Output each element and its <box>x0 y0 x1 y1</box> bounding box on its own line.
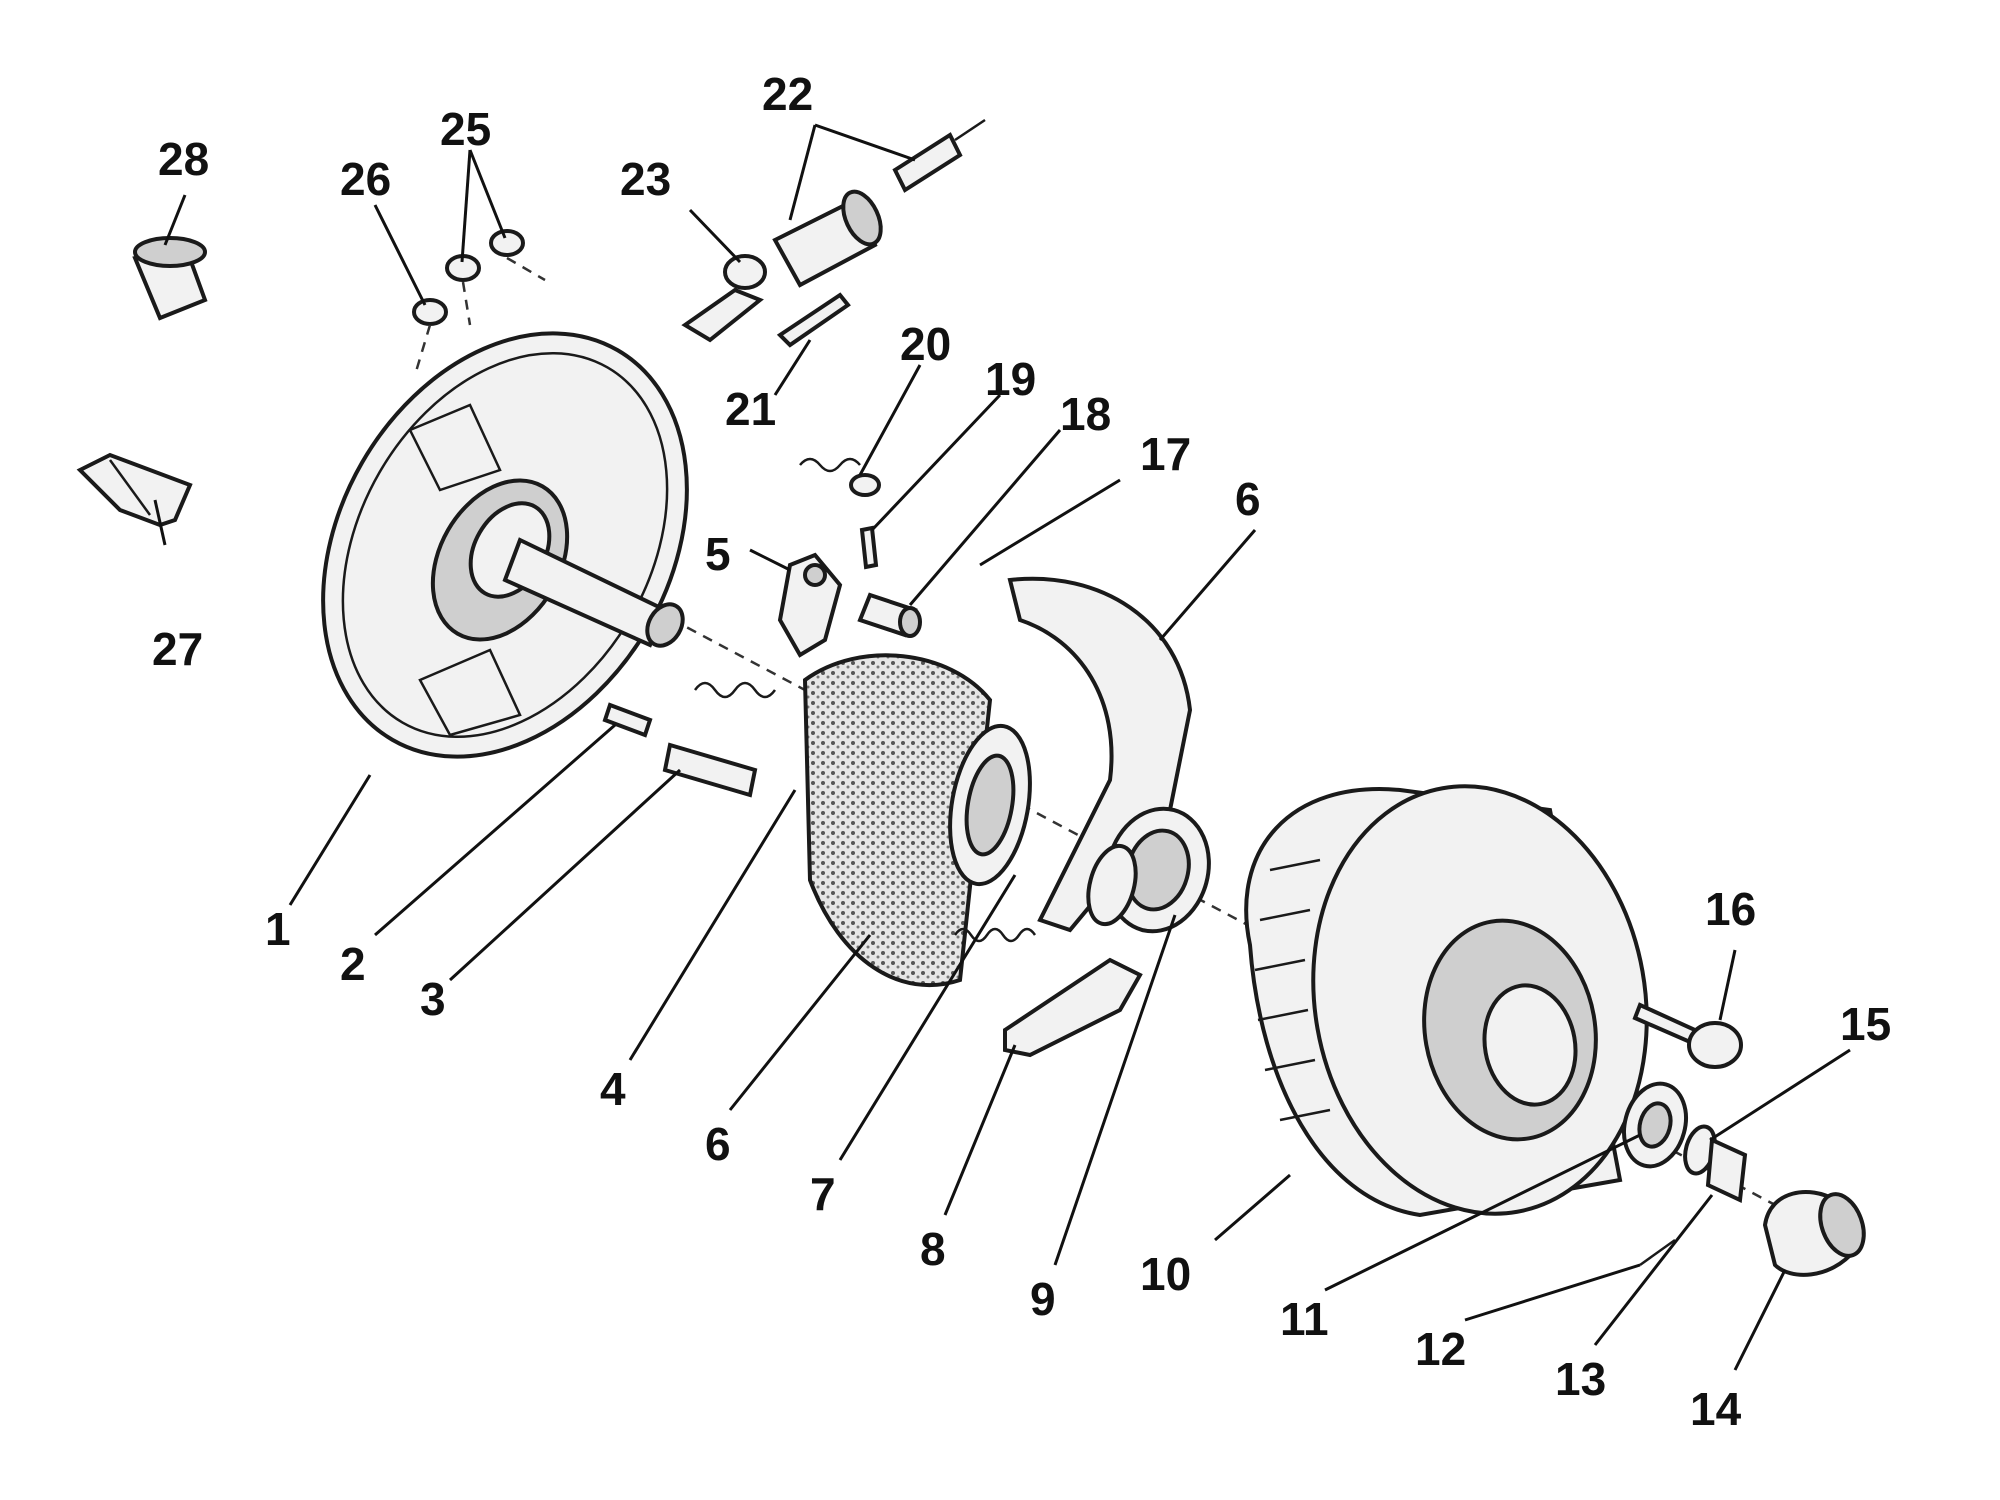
part-16-wheel-bolt <box>1632 1002 1743 1069</box>
callout-21: 21 <box>725 383 776 435</box>
part-6-brake-shoe-front <box>802 653 1032 987</box>
part-20-spring <box>799 457 881 497</box>
part-5-lever <box>777 552 843 658</box>
callout-16: 16 <box>1705 883 1756 935</box>
part-14-dust-cap <box>1762 1190 1866 1277</box>
callout-5: 5 <box>705 528 731 580</box>
leader-lines <box>153 123 1851 1371</box>
part-2-adjuster-pin <box>602 702 653 738</box>
part-4-spring <box>693 681 777 699</box>
callout-17: 17 <box>1140 428 1191 480</box>
nut-guide-lines <box>413 256 546 376</box>
callout-1: 1 <box>265 903 291 955</box>
callout-19: 19 <box>985 353 1036 405</box>
part-27-bracket <box>76 452 193 528</box>
callout-9: 9 <box>1030 1273 1056 1325</box>
callout-3: 3 <box>420 973 446 1025</box>
callout-7: 7 <box>810 1168 836 1220</box>
part-25-nut-b <box>489 229 525 257</box>
callout-23: 23 <box>620 153 671 205</box>
callout-15: 15 <box>1840 998 1891 1050</box>
part-13-castle-nut <box>1705 1137 1748 1203</box>
part-10-brake-drum <box>1244 784 1649 1218</box>
callout-27: 27 <box>152 623 203 675</box>
callout-28: 28 <box>158 133 209 185</box>
part-22-bleed-screw <box>892 118 986 193</box>
part-28-sleeve <box>132 236 208 321</box>
part-9-inner-bearing <box>1086 806 1211 934</box>
callout-11: 11 <box>1280 1293 1329 1345</box>
part-7-return-spring <box>953 927 1037 943</box>
callout-labels: 28 27 26 25 23 22 21 20 19 18 17 6 5 1 2… <box>152 68 1891 1435</box>
callout-14: 14 <box>1690 1383 1742 1435</box>
part-11-outer-bearing <box>1622 1081 1688 1169</box>
part-19-pin <box>859 525 879 570</box>
callout-4: 4 <box>600 1063 626 1115</box>
part-26-nut <box>412 298 448 326</box>
part-8-brake-arm <box>1003 957 1143 1058</box>
part-18-bushing <box>857 592 922 638</box>
callout-12: 12 <box>1415 1323 1466 1375</box>
callout-2: 2 <box>340 938 366 990</box>
callout-20: 20 <box>900 318 951 370</box>
part-12-cotter-pin <box>1639 1238 1676 1267</box>
callout-18: 18 <box>1060 388 1111 440</box>
callout-8: 8 <box>920 1223 946 1275</box>
callout-10: 10 <box>1140 1248 1191 1300</box>
drum-cooling-fins <box>1254 858 1331 1122</box>
callout-13: 13 <box>1555 1353 1606 1405</box>
callout-26: 26 <box>340 153 391 205</box>
callout-25: 25 <box>440 103 491 155</box>
part-23-fork <box>681 254 767 343</box>
callout-6a: 6 <box>1235 473 1261 525</box>
part-3-adjuster-block <box>662 742 758 798</box>
callout-22: 22 <box>762 68 813 120</box>
part-22-piston <box>772 189 883 288</box>
part-1-backing-plate <box>321 331 689 759</box>
part-21-clip <box>776 292 851 348</box>
callout-6b: 6 <box>705 1118 731 1170</box>
